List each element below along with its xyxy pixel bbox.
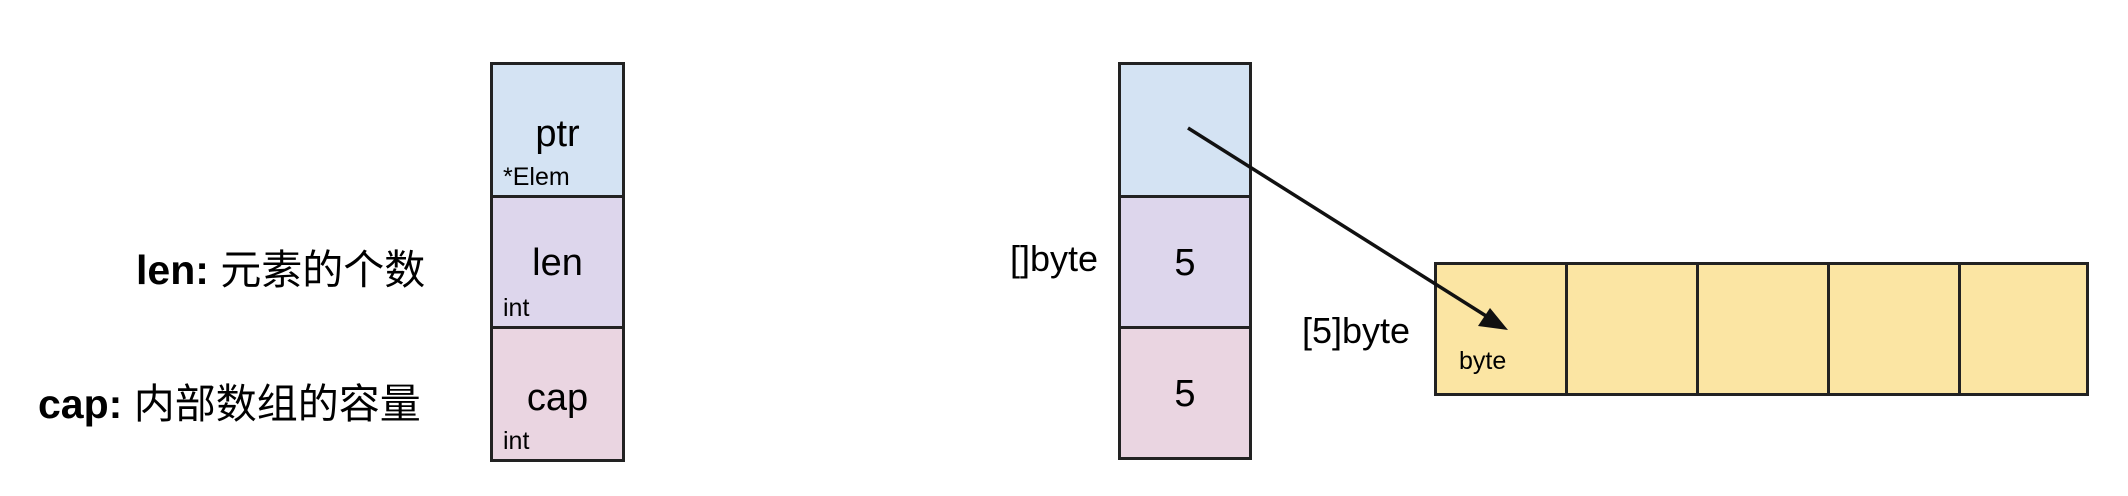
cap-description-key: cap: [38, 381, 123, 427]
header-len-cell: len int [490, 195, 625, 329]
array-element-2 [1696, 262, 1830, 396]
len-field-type: int [503, 294, 530, 322]
slice-cap-cell: 5 [1118, 326, 1252, 460]
array-element-0: byte [1434, 262, 1568, 396]
ptr-field-name: ptr [535, 113, 580, 155]
len-description-key: len: [136, 247, 209, 293]
slice-ptr-cell [1118, 62, 1252, 198]
ptr-field-type: *Elem [503, 163, 570, 191]
array-element-type: byte [1459, 347, 1507, 375]
slice-type-label: []byte [1010, 238, 1099, 279]
cap-description-text: 内部数组的容量 [133, 381, 421, 427]
slice-cap-value: 5 [1174, 373, 1196, 415]
len-description: len: 元素的个数 [136, 236, 425, 296]
array-element-1 [1565, 262, 1699, 396]
cap-description: cap: 内部数组的容量 [38, 370, 421, 430]
slice-len-cell: 5 [1118, 195, 1252, 329]
len-description-text: 元素的个数 [220, 247, 426, 293]
header-ptr-cell: ptr *Elem [490, 62, 625, 198]
array-element-3 [1827, 262, 1961, 396]
array-type-label: [5]byte [1302, 310, 1411, 351]
cap-field-name: cap [526, 377, 589, 419]
header-cap-cell: cap int [490, 326, 625, 462]
len-field-name: len [532, 242, 583, 284]
slice-len-value: 5 [1174, 242, 1196, 284]
cap-field-type: int [503, 427, 530, 455]
array-element-4 [1958, 262, 2089, 396]
